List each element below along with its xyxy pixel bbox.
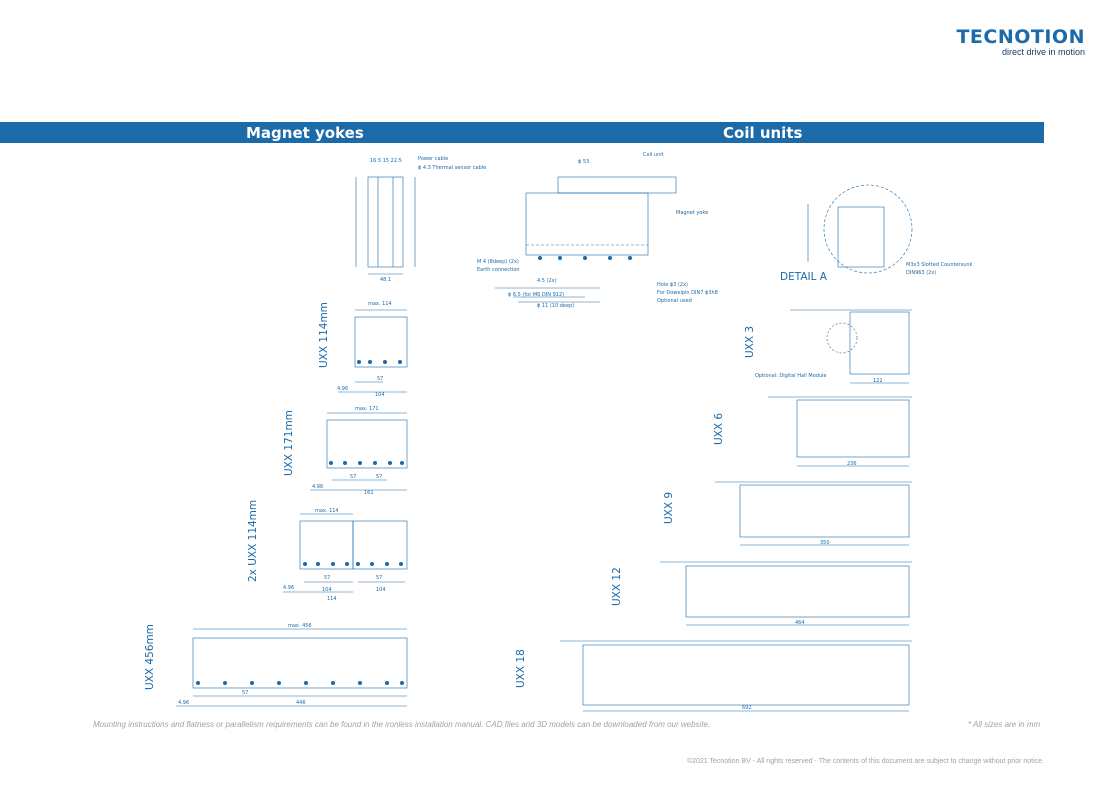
dim-y456-pitch: 57 [242, 690, 248, 696]
yoke-114 [354, 316, 408, 368]
label-coil-uxx6: UXX 6 [713, 413, 725, 445]
label-coil-uxx3: UXX 3 [744, 326, 756, 358]
dim-y2x-len1: 104 [322, 587, 332, 593]
label-coil-uxx18: UXX 18 [515, 649, 527, 688]
label-uxx-171: UXX 171mm [283, 410, 295, 476]
coil-uxx9 [739, 484, 910, 538]
label-coil-uxx12: UXX 12 [611, 567, 623, 606]
note-optional: Optional used [657, 298, 692, 304]
dim-c6-len: 236 [847, 461, 857, 467]
dim-y171-p2: 57 [376, 474, 382, 480]
dim-y2x-len2: 104 [376, 587, 386, 593]
note-coil-unit: Coil unit [643, 152, 664, 158]
note-earth: Earth connection [477, 267, 520, 273]
dim-y2x-max: max. 114 [315, 508, 339, 514]
dim-side-w: 48.1 [380, 277, 391, 283]
dim-d45: 4.5 (2x) [537, 278, 557, 284]
dim-c18-len: 692 [742, 705, 752, 711]
coil-uxx3 [849, 311, 910, 375]
dim-y456-off: 4.96 [178, 700, 189, 706]
dim-y456-len: 446 [296, 700, 306, 706]
footer-copyright: ©2021 Tecnotion BV - All rights reserved… [686, 758, 1044, 765]
note-m3: M3x3 Slotted Countersunk [906, 262, 973, 268]
tecnotion-logo: TECNOTION direct drive in motion [955, 26, 1085, 60]
label-uxx-114: UXX 114mm [318, 302, 330, 368]
dim-y114-pitch: 57 [377, 376, 383, 382]
dim-y2x-p2: 57 [376, 575, 382, 581]
dim-y114-off: 4.96 [337, 386, 348, 392]
logo-wordmark: TECNOTION [956, 26, 1085, 48]
dim-y2x-p1: 57 [324, 575, 330, 581]
dim-phi53: ϕ 53 [578, 159, 589, 165]
dim-side-top: 16.5 15 22.5 [370, 158, 402, 164]
dim-y456-max: max. 456 [288, 623, 312, 629]
dim-y114-max: max. 114 [368, 301, 392, 307]
yoke-171 [326, 419, 408, 469]
footer-installation-note: Mounting instructions and flatness or pa… [93, 720, 711, 729]
dim-y171-len: 161 [364, 490, 374, 496]
detail-a-label: DETAIL A [780, 271, 828, 283]
coil-uxx12 [685, 565, 910, 618]
dim-y2x-off: 4.96 [283, 585, 294, 591]
yoke-456 [192, 637, 408, 689]
coil-uxx6 [796, 399, 910, 458]
dim-c12-len: 464 [795, 620, 805, 626]
yoke-2x114-b [352, 520, 408, 570]
note-power-cable: Power cable [418, 156, 448, 162]
note-din: DIN963 (2x) [906, 270, 936, 276]
note-m4: M 4 (8deep) (2x) [477, 259, 519, 265]
coil-uxx18 [582, 644, 910, 706]
dim-c9-len: 350 [820, 540, 830, 546]
dim-phi65: ϕ 6.5 (for M6 DIN 912) [508, 292, 564, 298]
label-uxx-456: UXX 456mm [144, 624, 156, 690]
section-title-magnet-yokes: Magnet yokes [246, 124, 364, 142]
dim-y2x-len3: 114 [327, 596, 337, 602]
yoke-front-view [525, 192, 649, 256]
logo-tagline: direct drive in motion [1001, 47, 1085, 57]
coil-unit-front [557, 176, 677, 194]
dim-y171-p1: 57 [350, 474, 356, 480]
dim-y171-off: 4.96 [312, 484, 323, 490]
note-dowel: For Dowelpin DIN7 ϕ3h8 [657, 290, 718, 296]
dim-phi11: ϕ 11 (10 deep) [537, 303, 574, 309]
footer-units-note: * All sizes are in mm [968, 720, 1041, 729]
detail-a-circle [823, 184, 913, 274]
note-magnet-yoke: Magnet yoke [676, 210, 708, 216]
note-thermal: ϕ 4.3 Thermal sensor cable [418, 165, 486, 171]
label-coil-uxx9: UXX 9 [663, 492, 675, 524]
technical-drawing: max. 114 57 104 4.96 max. 171 57 57 161 … [144, 152, 973, 712]
note-hall: Optional: Digital Hall Module [755, 373, 827, 379]
label-2x-uxx-114: 2x UXX 114mm [247, 500, 259, 582]
yoke-2x114-a [299, 520, 354, 570]
dim-c3-len: 122 [873, 378, 883, 384]
note-hole: Hole ϕ3 (2x) [657, 282, 688, 288]
section-banner: Magnet yokes Coil units [0, 122, 1044, 143]
section-title-coil-units: Coil units [723, 124, 803, 142]
dim-y171-max: max. 171 [355, 406, 379, 412]
dim-y114-len: 104 [375, 392, 385, 398]
yoke-side-view [367, 176, 404, 268]
